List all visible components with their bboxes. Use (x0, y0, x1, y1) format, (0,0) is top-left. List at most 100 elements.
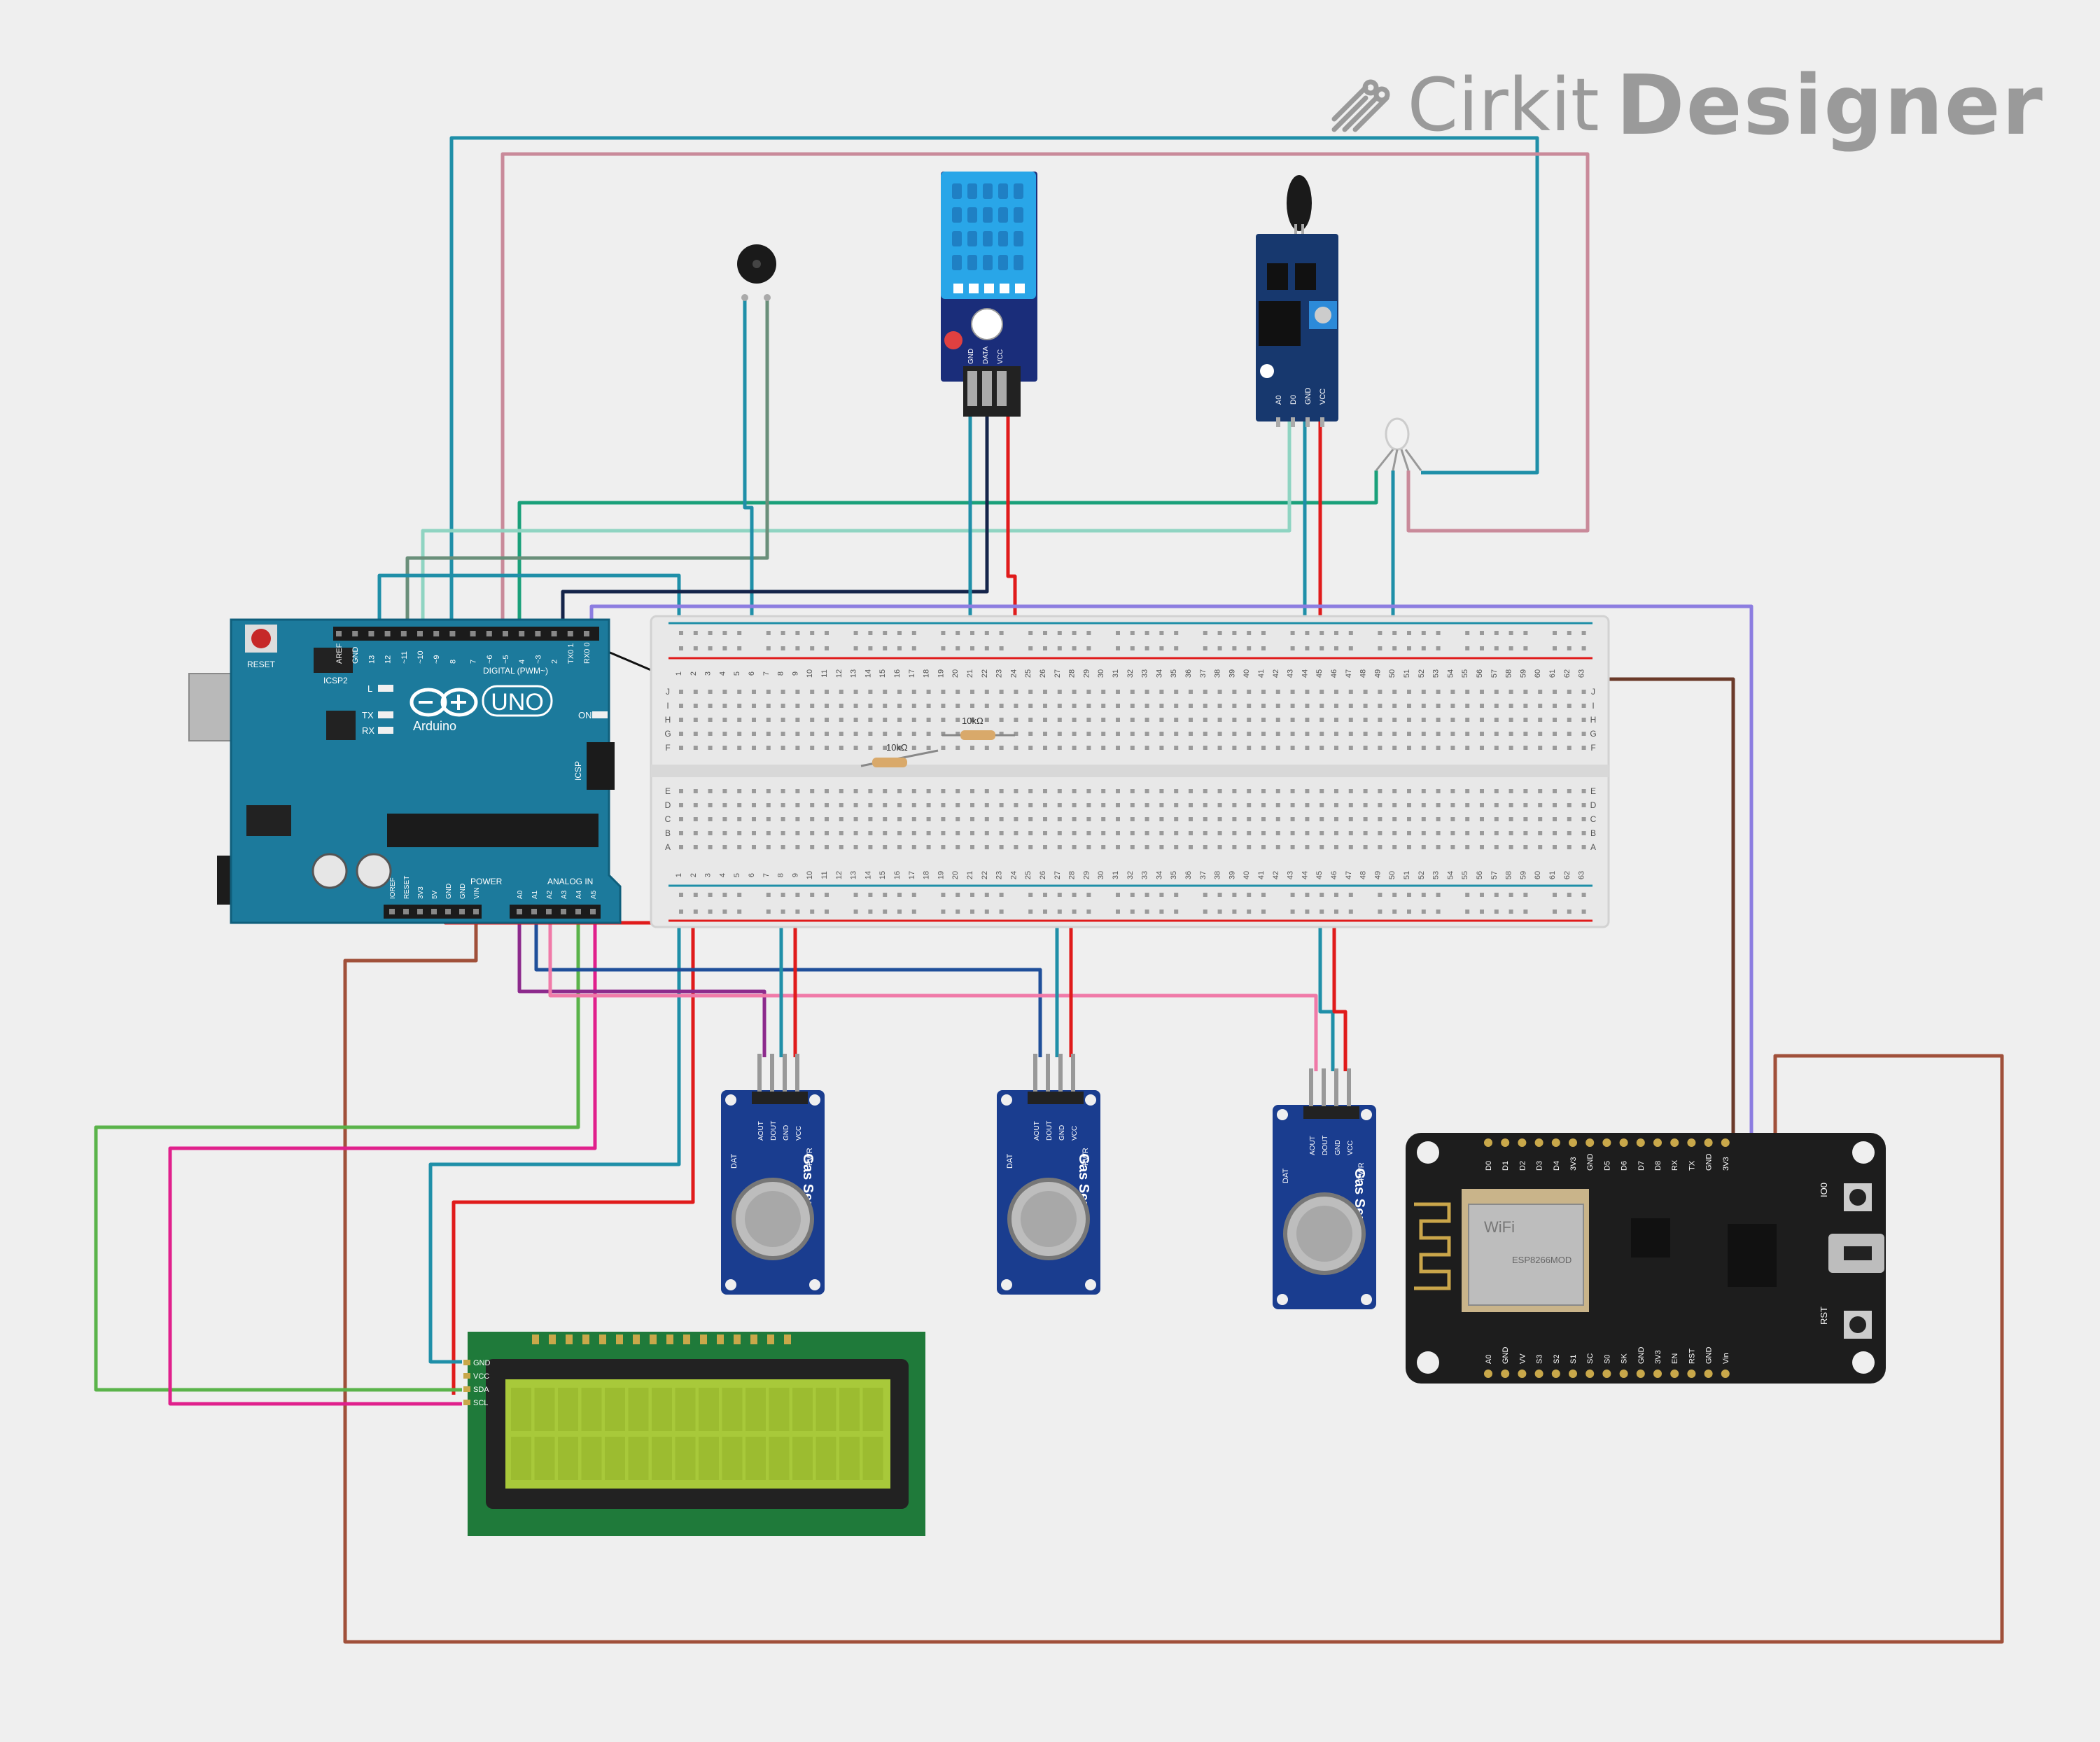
wire-purple-tx[interactable] (589, 604, 1754, 1141)
esp-top-pin[interactable] (1602, 1138, 1611, 1147)
wire-gas3-teal[interactable] (1318, 910, 1335, 1071)
flame-pin[interactable] (1320, 417, 1324, 427)
lcd-pin[interactable] (463, 1373, 470, 1379)
buzzer[interactable] (737, 244, 776, 301)
flame-pin[interactable] (1276, 417, 1280, 427)
wire-purple-gas1[interactable] (517, 910, 766, 1057)
arduino-pin[interactable] (336, 631, 342, 636)
flame-pin[interactable] (1306, 417, 1310, 427)
power-pin[interactable] (417, 909, 423, 914)
analog-pin[interactable] (517, 909, 522, 914)
esp-bottom-pin[interactable] (1687, 1370, 1696, 1378)
power-pin[interactable] (445, 909, 451, 914)
esp-top-pin[interactable] (1484, 1138, 1492, 1147)
arduino-pin[interactable] (519, 631, 525, 636)
esp-top-pin[interactable] (1619, 1138, 1628, 1147)
wire-lime-sda[interactable] (94, 910, 580, 1392)
power-pin[interactable] (431, 909, 437, 914)
wire-buzzer-1[interactable] (405, 298, 769, 630)
rgb-led[interactable] (1375, 417, 1422, 471)
esp-top-pin[interactable] (1534, 1138, 1544, 1147)
arduino-pin[interactable] (433, 631, 440, 636)
esp-top-pin[interactable] (1687, 1138, 1696, 1147)
esp-top-pin[interactable] (1670, 1138, 1679, 1147)
wire-gas3-red[interactable] (1332, 910, 1348, 1071)
arduino-pin[interactable] (486, 631, 492, 636)
esp-bottom-pin[interactable] (1484, 1370, 1492, 1378)
power-pin[interactable] (459, 909, 465, 914)
esp-bottom-pin[interactable] (1602, 1370, 1611, 1378)
esp-bottom-pin[interactable] (1670, 1370, 1679, 1378)
wire-pink-gas3[interactable] (548, 910, 1318, 1071)
esp-bottom-pin[interactable] (1721, 1370, 1730, 1378)
wire-mint-flame[interactable] (421, 414, 1292, 630)
esp-bottom-pin[interactable] (1569, 1370, 1577, 1378)
esp-top-pin[interactable] (1569, 1138, 1577, 1147)
arduino-pin[interactable] (535, 631, 541, 636)
arduino-pin[interactable] (352, 631, 358, 636)
power-pin[interactable] (403, 909, 409, 914)
esp-top-pin[interactable] (1501, 1138, 1510, 1147)
analog-pin[interactable] (561, 909, 566, 914)
analog-pin[interactable] (546, 909, 552, 914)
resistor-1[interactable]: 10kΩ (860, 742, 939, 767)
arduino-pin[interactable] (417, 631, 423, 636)
analog-pin[interactable] (590, 909, 596, 914)
esp-top-pin[interactable] (1636, 1138, 1645, 1147)
lcd-pin[interactable] (463, 1386, 470, 1392)
arduino-pin[interactable] (470, 631, 476, 636)
esp-top-pin[interactable] (1653, 1138, 1662, 1147)
arduino-pin[interactable] (400, 631, 407, 636)
esp-bottom-pin[interactable] (1518, 1370, 1527, 1378)
wire-teal-top[interactable] (449, 136, 1539, 630)
esp-bottom-pin[interactable] (1619, 1370, 1628, 1378)
esp-bottom-pin[interactable] (1534, 1370, 1544, 1378)
wire-green-led[interactable] (517, 471, 1378, 630)
arduino-pin[interactable] (503, 631, 508, 636)
wire-pink-top[interactable] (500, 152, 1590, 630)
wire-dht-vcc[interactable] (1006, 414, 1017, 648)
esp-top-pin[interactable] (1721, 1138, 1730, 1147)
power-pin[interactable] (389, 909, 395, 914)
wire-buzzer-2[interactable] (743, 298, 754, 634)
esp-bottom-pin[interactable] (1501, 1370, 1510, 1378)
analog-pin[interactable] (531, 909, 537, 914)
arduino-pin[interactable] (384, 631, 391, 636)
arduino-pin[interactable] (567, 631, 573, 636)
esp-top-pin[interactable] (1586, 1138, 1595, 1147)
lcd-pin[interactable] (463, 1360, 470, 1365)
esp-bottom-pin[interactable] (1551, 1370, 1560, 1378)
arduino-pin[interactable] (584, 631, 589, 636)
wire-magenta-scl[interactable] (168, 910, 597, 1406)
flame-pin[interactable] (1291, 417, 1295, 427)
esp-top-pin[interactable] (1551, 1138, 1560, 1147)
arduino-pin[interactable] (449, 631, 456, 636)
wire-navy-dht[interactable] (561, 414, 989, 630)
esp-top-pin[interactable] (1518, 1138, 1527, 1147)
arduino-pin[interactable] (551, 631, 557, 636)
wire-brown-loop[interactable] (343, 910, 2004, 1644)
analog-pin[interactable] (575, 909, 581, 914)
lcd-pin[interactable] (463, 1400, 470, 1405)
wire-navy-gas2[interactable] (534, 910, 1042, 1057)
esp-bottom-pin[interactable] (1636, 1370, 1645, 1378)
arduino-pin[interactable] (368, 631, 374, 636)
esp-top-pin[interactable] (1704, 1138, 1713, 1147)
power-pin[interactable] (473, 909, 479, 914)
esp-bottom-pin[interactable] (1586, 1370, 1595, 1378)
resistor-2[interactable]: 10kΩ (942, 716, 1015, 740)
esp-bottom-pin[interactable] (1704, 1370, 1713, 1378)
breadboard-holes[interactable]: 1122334455667788991010111112121313141415… (664, 631, 1597, 914)
